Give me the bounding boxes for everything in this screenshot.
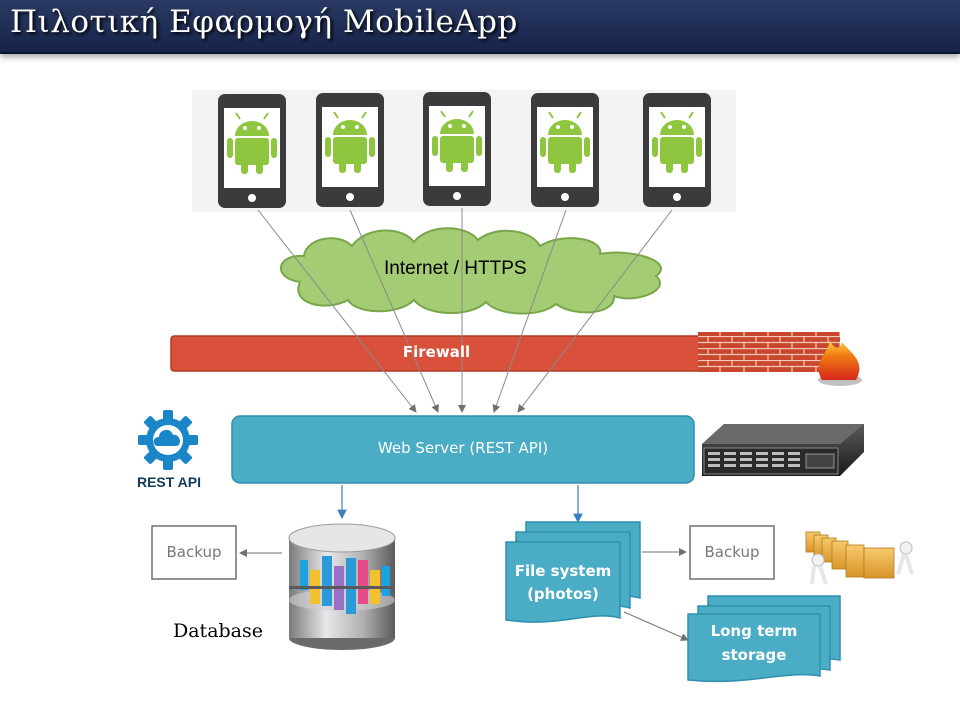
android-phone-icon (316, 93, 384, 207)
long-term-storage-docs (687, 595, 841, 683)
title-bar: Πιλοτική Εφαρμογή MobileApp (0, 0, 960, 54)
db-backup-box (151, 525, 237, 580)
file-system-docs (505, 521, 641, 623)
android-phone-icon (423, 92, 491, 206)
brick-wall-icon (698, 332, 840, 372)
long-term-label-line2: storage (721, 646, 787, 664)
database-icon (288, 523, 396, 650)
android-phone-icon (531, 93, 599, 207)
https-connections (257, 208, 673, 413)
android-phone-icon (643, 93, 711, 207)
internet-cloud (279, 227, 663, 315)
page-title: Πιλοτική Εφαρμογή MobileApp (10, 4, 518, 40)
web-server-box (231, 415, 695, 484)
database-label: Database (173, 620, 264, 642)
long-term-label-line1: Long term (710, 622, 798, 640)
file-system-label-line2: (photos) (527, 585, 599, 603)
android-phone-icon (218, 94, 286, 208)
rest-api-gear-icon (138, 410, 198, 470)
web-server-label: Web Server (REST API) (377, 439, 549, 457)
fs-backup-box (689, 525, 775, 580)
fs-backup-label: Backup (704, 543, 760, 561)
firewall-label: Firewall (402, 343, 471, 361)
archive-folders-icon (805, 531, 914, 585)
cloud-label: Internet / HTTPS (384, 258, 527, 279)
fire-icon (818, 340, 862, 386)
file-system-label-line1: File system (514, 562, 612, 580)
server-rack-icon (702, 424, 864, 476)
db-backup-label: Backup (166, 543, 222, 561)
fs-to-longterm-arrow (623, 611, 689, 641)
rest-api-label: REST API (136, 474, 202, 490)
